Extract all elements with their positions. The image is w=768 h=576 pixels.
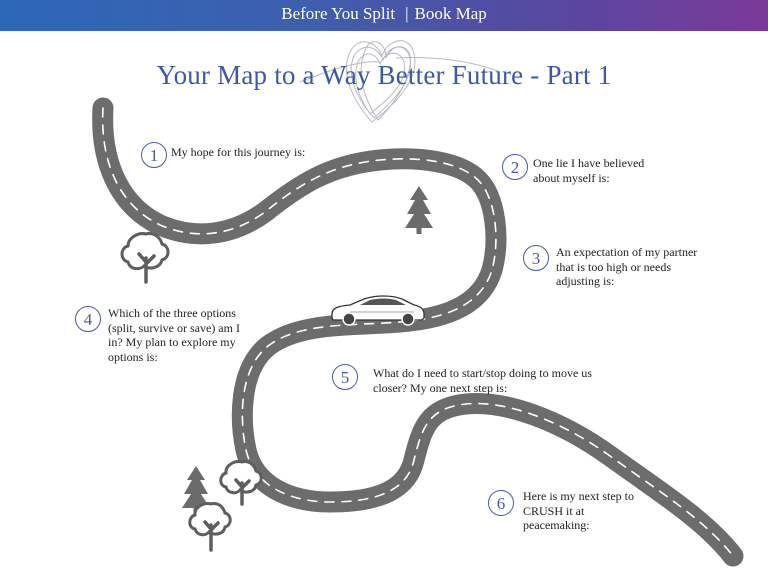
step-prompt-3: An expectation of my partner that is too… (556, 245, 698, 288)
header-banner: Before You Split | Book Map (0, 0, 768, 31)
step-number-3: 3 (523, 245, 549, 271)
round-tree-icon (219, 460, 263, 506)
step-prompt-4: Which of the three options (split, survi… (108, 306, 240, 364)
step-prompt-6: Here is my next step to CRUSH it at peac… (523, 489, 634, 532)
step-prompt-1: My hope for this journey is: (171, 145, 306, 159)
winding-road (92, 97, 744, 567)
round-tree-icon (120, 232, 170, 284)
step-prompt-5: What do I need to start/stop doing to mo… (373, 366, 592, 395)
heart-scribble-icon (299, 40, 501, 123)
step-number-6: 6 (488, 490, 514, 516)
step-number-5: 5 (332, 364, 358, 390)
pine-tree-icon (405, 186, 433, 234)
page-title: Your Map to a Way Better Future - Part 1 (156, 60, 612, 90)
step-number-1: 1 (141, 142, 167, 168)
step-number-4: 4 (75, 306, 101, 332)
car-icon (331, 295, 425, 326)
book-title: Before You Split (281, 4, 396, 23)
section-title: Book Map (414, 4, 487, 23)
step-number-2: 2 (502, 154, 528, 180)
header-divider: | (405, 4, 409, 23)
step-prompt-2: One lie I have believed about myself is: (533, 156, 645, 185)
round-tree-icon (188, 502, 232, 552)
